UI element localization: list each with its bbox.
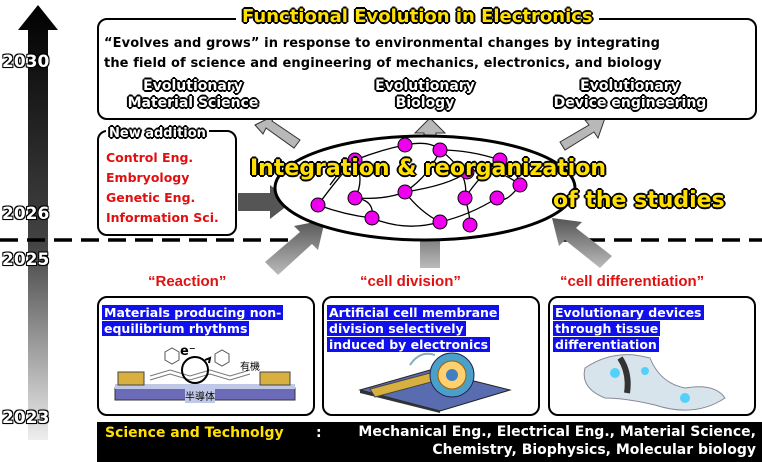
field-biology-l2: Biology	[395, 95, 455, 111]
top-line2: the field of science and engineering of …	[104, 56, 662, 71]
new-addition-item: Control Eng.	[106, 150, 194, 165]
field-device-engineering: Evolutionary Device engineering	[535, 78, 725, 112]
new-addition-item: Genetic Eng.	[106, 190, 196, 205]
year-2025: 2025	[2, 250, 50, 270]
section-title-reaction: “Reaction”	[148, 273, 227, 290]
field-material-science: Evolutionary Material Science	[118, 78, 268, 112]
bottom-line2: Chemistry, Biophysics, Molecular biology	[432, 442, 756, 458]
field-biology: Evolutionary Biology	[350, 78, 500, 112]
bottom-bar	[97, 422, 762, 462]
year-2026: 2026	[2, 204, 50, 224]
bottom-separator: :	[316, 425, 322, 441]
reaction-semiconductor-label: 半導体	[185, 388, 215, 403]
section-title-cell-division: “cell division”	[360, 273, 461, 290]
new-addition-item: Embryology	[106, 170, 190, 185]
integration-line2: of the studies	[553, 188, 725, 213]
cell-differentiation-illustration	[583, 354, 726, 411]
top-line1: “Evolves and grows” in response to envir…	[104, 36, 661, 51]
cell-division-label-wrap: Artificial cell membrane division select…	[327, 304, 507, 352]
top-title: Functional Evolution in Electronics	[236, 6, 599, 27]
integration-line1: Integration & reorganization	[250, 156, 607, 181]
field-material-science-l1: Evolutionary	[143, 78, 243, 94]
cell-differentiation-label-wrap: Evolutionary devices through tissue diff…	[553, 304, 723, 352]
reaction-organic-label: 有機	[240, 362, 260, 373]
field-device-engineering-l1: Evolutionary	[580, 78, 680, 94]
up-arrows	[254, 113, 606, 151]
new-addition-title: New addition	[106, 126, 209, 141]
timeline-arrow	[18, 5, 58, 440]
section-title-cell-differentiation: “cell differentiation”	[560, 273, 705, 290]
year-2030: 2030	[2, 52, 50, 72]
integration-network	[273, 134, 577, 242]
new-addition-list: Control Eng. Embryology Genetic Eng. Inf…	[106, 148, 219, 228]
cell-division-illustration	[358, 352, 512, 413]
reaction-label-wrap: Materials producing non-equilibrium rhyt…	[102, 304, 307, 336]
field-material-science-l2: Material Science	[127, 95, 259, 111]
field-device-engineering-l2: Device engineering	[553, 95, 707, 111]
new-addition-item: Information Sci.	[106, 210, 219, 225]
bottom-line1: Mechanical Eng., Electrical Eng., Materi…	[358, 424, 756, 440]
cell-division-label: Artificial cell membrane division select…	[327, 305, 500, 352]
year-2023: 2023	[2, 408, 50, 428]
reaction-electron: e⁻	[180, 344, 196, 359]
top-box	[97, 18, 757, 120]
reaction-label: Materials producing non-equilibrium rhyt…	[102, 305, 284, 336]
field-biology-l1: Evolutionary	[375, 78, 475, 94]
bottom-label: Science and Technolgy	[105, 425, 284, 441]
new-addition-box	[97, 130, 237, 236]
